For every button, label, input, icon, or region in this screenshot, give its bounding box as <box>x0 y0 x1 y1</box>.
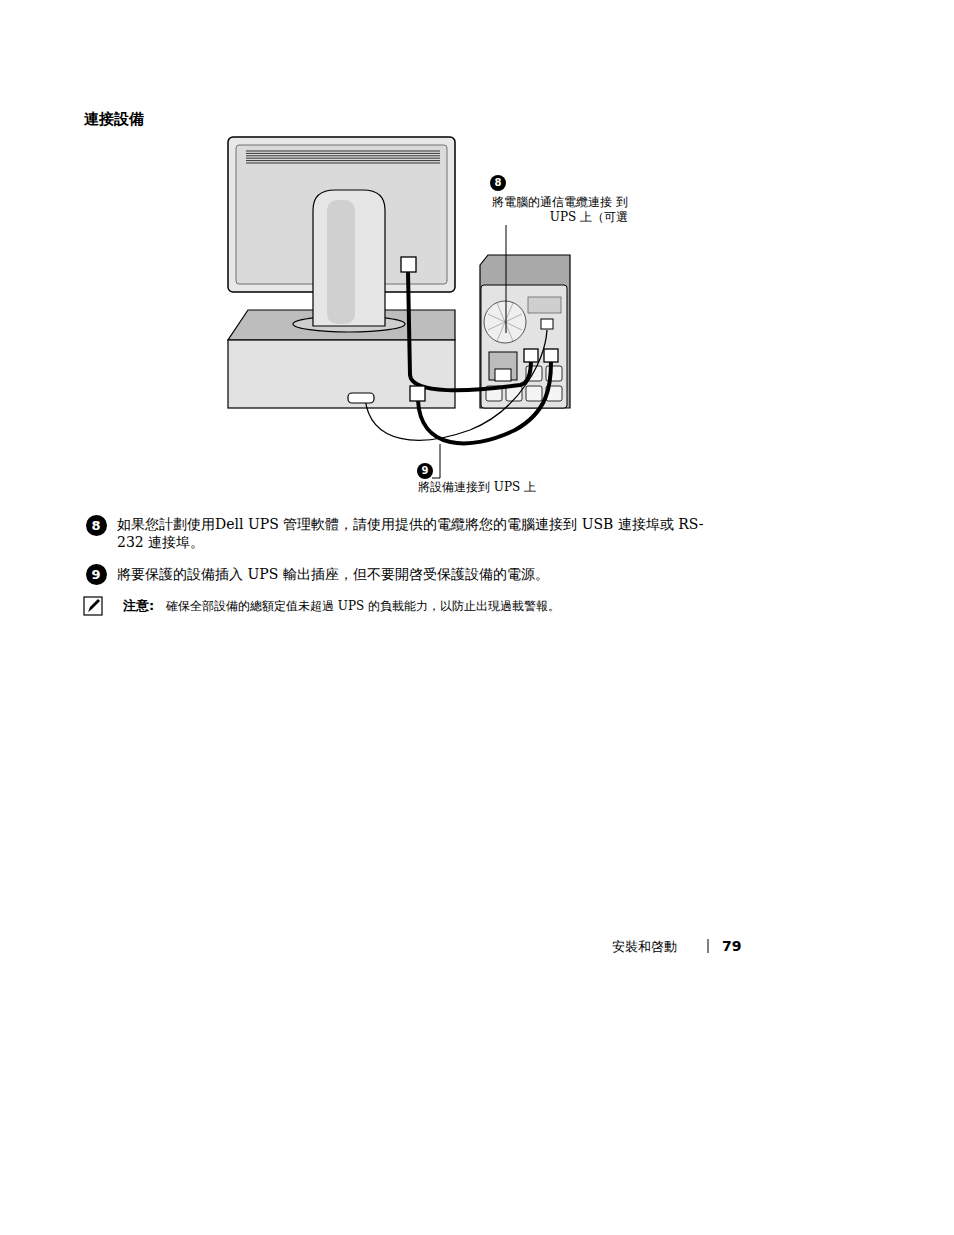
note-heading: 注意: <box>123 598 154 614</box>
ups-plug <box>544 349 558 362</box>
callout-number: 8 <box>490 175 506 191</box>
computer-front <box>228 340 455 408</box>
leader-line <box>440 444 441 478</box>
step-text: 將要保護的設備插入 UPS 輸出插座，但不要開啓受保護設備的電源。 <box>117 566 549 584</box>
callout-number: 9 <box>86 564 107 585</box>
leader-line <box>432 478 440 479</box>
computer-power-cable <box>418 362 551 443</box>
computer-plug <box>410 386 425 401</box>
callout-label: 將設備連接到 UPS 上 <box>418 480 536 495</box>
ups-plug <box>524 349 538 362</box>
callout-text: 9 <box>91 568 100 581</box>
serial-connector <box>348 393 374 403</box>
page-number: 79 <box>722 938 741 956</box>
callout-number: 9 <box>417 463 433 479</box>
ups-fan <box>484 301 526 343</box>
monitor-power-cable <box>408 272 531 390</box>
note-text: 確保全部設備的總額定值未超過 UPS 的負載能力，以防止出現過載警報。 <box>166 599 560 614</box>
note-icon <box>84 597 102 615</box>
callout-text: 8 <box>91 519 100 532</box>
ups-fan-grille <box>488 303 522 341</box>
callout-text: 8 <box>495 178 502 188</box>
callout-number: 8 <box>86 515 107 536</box>
monitor-plug <box>401 257 416 272</box>
stand-highlight <box>327 200 355 324</box>
footer-section: 安裝和啓動 <box>612 939 677 955</box>
step-text: 如果您計劃使用Dell UPS 管理軟體，請使用提供的電纜將您的電腦連接到 US… <box>117 516 729 551</box>
vent-lines <box>246 151 440 163</box>
leader-line <box>506 208 507 333</box>
ups-label-plate <box>528 297 561 313</box>
stand-neck <box>313 190 385 326</box>
callout-label: 將電腦的通信電纜連接 到 UPS 上（可選 <box>492 195 628 225</box>
footer-divider <box>708 939 709 953</box>
ups-inlet <box>495 369 511 381</box>
section-title: 連接設備 <box>84 110 144 129</box>
ups-comm-port <box>541 319 553 329</box>
callout-text: 9 <box>422 466 429 476</box>
ups-input <box>489 352 517 380</box>
